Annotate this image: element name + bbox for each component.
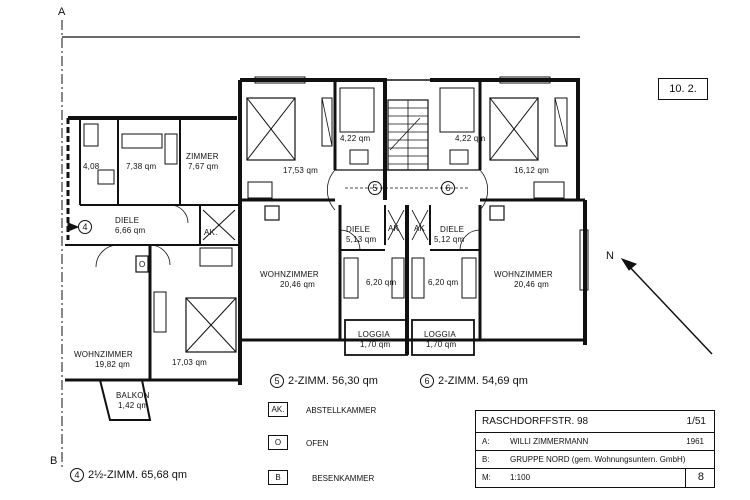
- section-label-a: A: [58, 6, 66, 18]
- room-bedroom-right-area: 16,12 qm: [514, 166, 549, 175]
- title-block-architect-row: A: WILLI ZIMMERMANN 1961: [476, 433, 714, 451]
- reference-number: 10. 2.: [658, 78, 708, 100]
- room-diele-left: DIELE: [115, 216, 140, 225]
- room-ak-mid: AK: [388, 224, 400, 233]
- room-bedroom-mid-area: 17,53 qm: [283, 166, 318, 175]
- room-bedroom-left-area: 17,03 qm: [172, 358, 207, 367]
- room-wohn-mid-area: 20,46 qm: [280, 280, 315, 289]
- title-year: 1961: [686, 437, 704, 446]
- legend-key-ak: AK.: [268, 402, 288, 417]
- room-bath-left-area: 4,08: [83, 162, 100, 171]
- title-b-label: B:: [482, 455, 490, 464]
- room-diele-mid: DIELE: [346, 225, 371, 234]
- room-wohn-right: WOHNZIMMER: [494, 270, 553, 279]
- title-scale: 1:100: [510, 473, 531, 482]
- room-zimmer-left-area: 7,67 qm: [188, 162, 219, 171]
- title-block-scale-row: M: 1:100 8: [476, 469, 714, 487]
- title-page-divider: [684, 469, 686, 487]
- room-balkon-area: 1,42 qm: [118, 401, 149, 410]
- room-wohn-right-area: 20,46 qm: [514, 280, 549, 289]
- title-builder: GRUPPE NORD (gem. Wohnungsuntern. GmbH): [510, 455, 686, 464]
- room-wohn-left: WOHNZIMMER: [74, 350, 133, 359]
- room-diele-right: DIELE: [440, 225, 465, 234]
- room-loggia-right: LOGGIA: [424, 330, 456, 339]
- legend-text-ofen: OFEN: [306, 439, 329, 448]
- room-kitchen-mid-area: 6,20 qm: [366, 278, 397, 287]
- room-loggia-mid-area: 1,70 qm: [360, 340, 391, 349]
- title-street: RASCHDORFFSTR. 98: [482, 416, 589, 427]
- room-ak-left: AK.: [204, 228, 218, 237]
- section-label-b: B: [50, 455, 58, 467]
- apartment-marker-5: 5: [368, 181, 386, 195]
- legend-key-ofen: O: [268, 435, 288, 450]
- room-loggia-right-area: 1,70 qm: [426, 340, 457, 349]
- room-zimmer-left: ZIMMER: [186, 152, 219, 161]
- north-label: N: [606, 250, 615, 262]
- room-kitchen-left-area: 7,38 qm: [126, 162, 157, 171]
- apartment-marker-4: 4: [78, 220, 96, 234]
- room-bath-right-area: 4,22 qm: [455, 134, 486, 143]
- room-balkon: BALKON: [116, 391, 150, 400]
- room-loggia-mid: LOGGIA: [358, 330, 390, 339]
- apartment-marker-6: 6: [441, 181, 459, 195]
- room-wohn-left-area: 19,82 qm: [95, 360, 130, 369]
- room-kitchen-right-area: 6,20 qm: [428, 278, 459, 287]
- room-wohn-mid: WOHNZIMMER: [260, 270, 319, 279]
- legend-text-ak: ABSTELLKAMMER: [306, 406, 377, 415]
- legend-key-besen: B: [268, 470, 288, 485]
- oven-left: O: [139, 260, 146, 269]
- title-a-label: A:: [482, 437, 490, 446]
- room-diele-mid-area: 5,13 qm: [346, 235, 377, 244]
- title-block: RASCHDORFFSTR. 98 1/51 A: WILLI ZIMMERMA…: [475, 410, 715, 488]
- title-block-builder-row: B: GRUPPE NORD (gem. Wohnungsuntern. Gmb…: [476, 451, 714, 469]
- title-sheet: 1/51: [686, 416, 706, 427]
- room-bath-mid-area: 4,22 qm: [340, 134, 371, 143]
- title-block-street-row: RASCHDORFFSTR. 98 1/51: [476, 411, 714, 433]
- legend-text-besen: BESENKAMMER: [312, 474, 375, 483]
- title-page: 8: [697, 471, 704, 483]
- room-diele-left-area: 6,66 qm: [115, 226, 146, 235]
- room-diele-right-area: 5,12 qm: [434, 235, 465, 244]
- room-ak-right: AK: [414, 224, 426, 233]
- title-architect: WILLI ZIMMERMANN: [510, 437, 589, 446]
- title-m-label: M:: [482, 473, 491, 482]
